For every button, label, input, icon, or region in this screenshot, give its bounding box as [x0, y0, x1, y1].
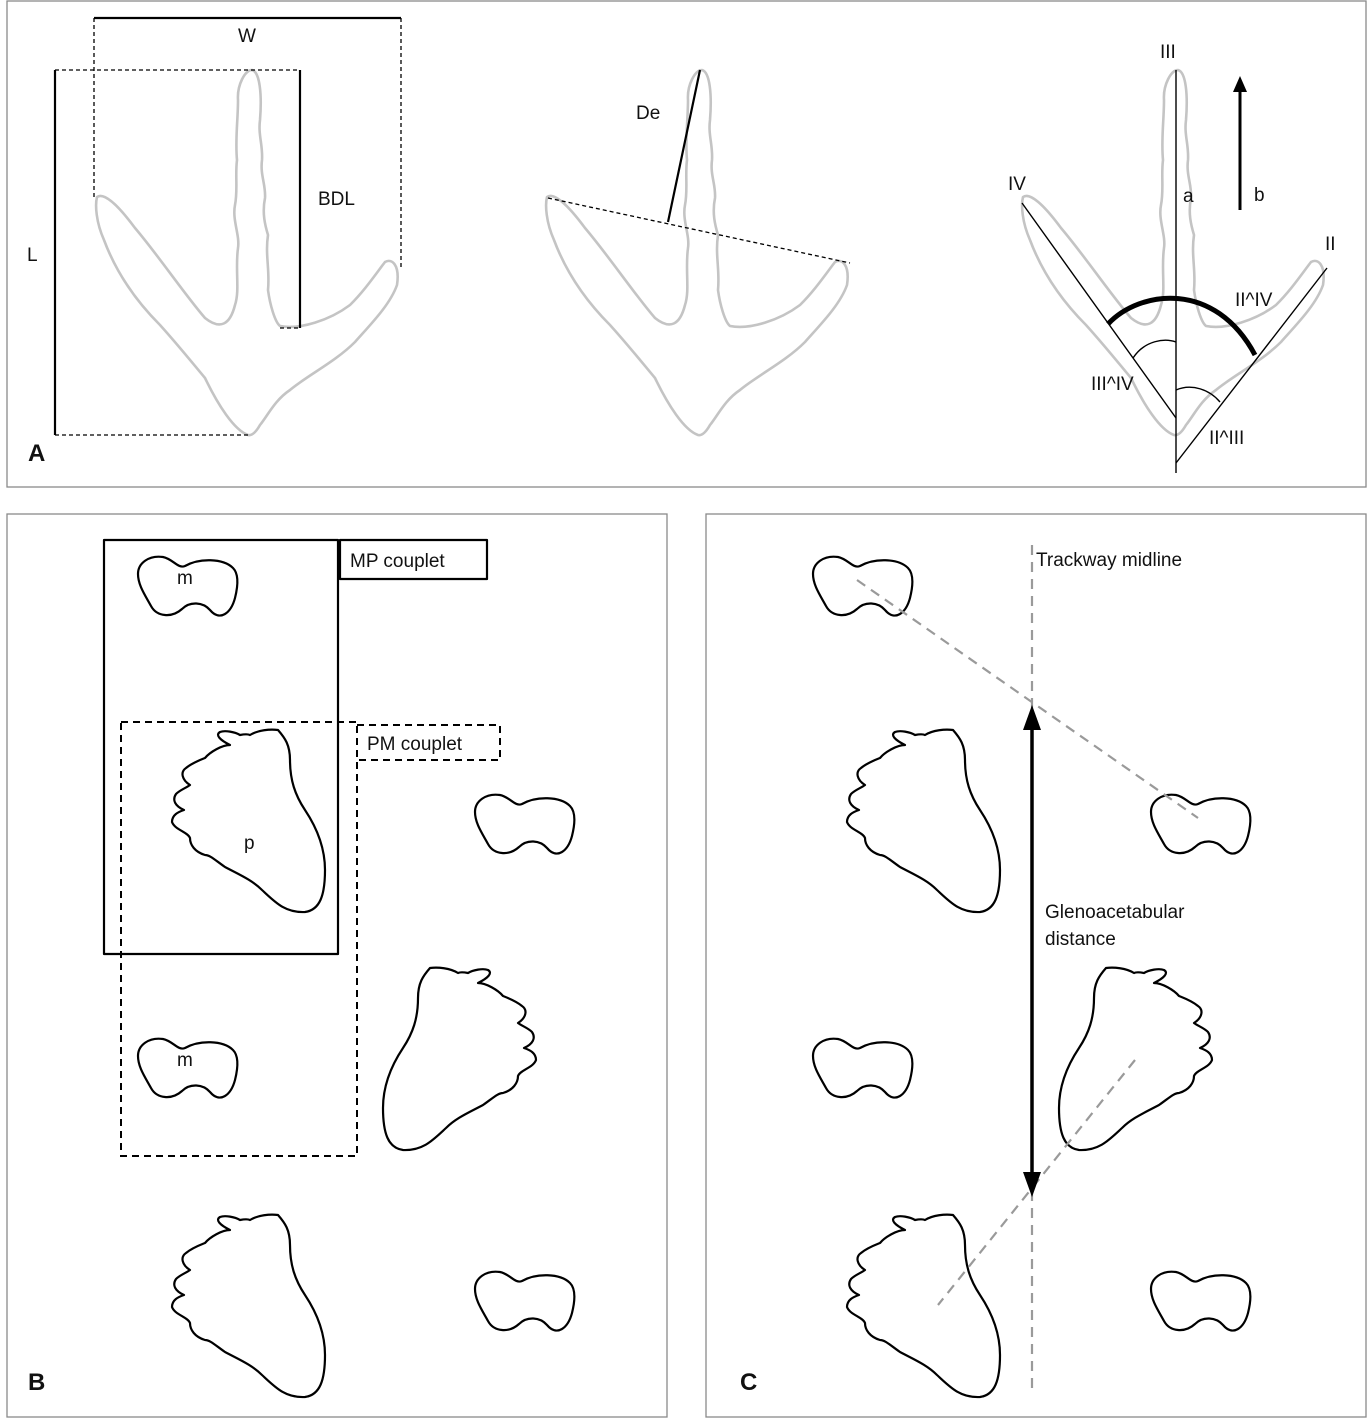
panel-c-frame — [705, 513, 1367, 1418]
pes-label: p — [244, 833, 255, 854]
depth-label: De — [636, 103, 660, 124]
length-label: L — [27, 245, 38, 266]
glenoacetabular-label-line1: Glenoacetabular — [1045, 902, 1185, 923]
depth-bar — [666, 69, 702, 223]
digit-iv-label: IV — [1008, 174, 1026, 195]
manus-label: m — [177, 568, 193, 589]
digit-iii-label: III — [1160, 42, 1176, 63]
footprint-measurement-depth: De — [544, 68, 851, 437]
pes-print — [1057, 966, 1214, 1152]
footprint-measurement-lbw: W L BDL — [27, 16, 402, 437]
pes-print — [845, 1213, 1002, 1399]
mp-couplet-box — [102, 538, 340, 956]
panel-c-letter: C — [740, 1369, 757, 1396]
angle-iii-iv-label: III^IV — [1091, 374, 1134, 395]
manus-print — [473, 793, 576, 855]
width-label: W — [238, 26, 256, 47]
digit-ii-label: II — [1325, 234, 1336, 255]
pm-couplet-label-box — [356, 724, 501, 761]
axis-b-arrowhead — [1233, 76, 1247, 92]
footprint-measurement-angles: III IV II a b II^IV III^IV II^III — [1008, 42, 1336, 473]
axis-b-label: b — [1254, 185, 1265, 206]
mp-couplet-label: MP couplet — [350, 551, 445, 572]
angle-arc-ii-iii — [1175, 386, 1221, 403]
manus-print — [811, 555, 914, 617]
bdl-label: BDL — [318, 189, 355, 210]
digit-iv-axis — [1021, 202, 1177, 419]
panel-a-letter: A — [28, 440, 45, 467]
mp-couplet-label-box — [338, 538, 489, 581]
panel-b: MP couplet PM couplet m p m B — [6, 513, 668, 1418]
pes-print — [845, 728, 1002, 914]
manus-pair-connector — [856, 579, 1199, 819]
glenoacetabular-arrowhead-top — [1023, 705, 1041, 730]
panel-a: W L BDL De III IV II a b II^IV — [6, 0, 1367, 488]
digit-ii-axis — [1175, 267, 1328, 464]
digit-tip-line — [547, 197, 851, 264]
manus-print — [1149, 793, 1252, 855]
glenoacetabular-label-line2: distance — [1045, 929, 1116, 950]
axis-a-label: a — [1183, 186, 1194, 207]
panel-c: Trackway midline Glenoacetabular distanc… — [705, 513, 1367, 1418]
angle-arc-ii-iv — [1106, 295, 1258, 357]
pm-couplet-box — [120, 721, 358, 1157]
pm-couplet-label: PM couplet — [367, 734, 463, 755]
angle-ii-iv-label: II^IV — [1235, 290, 1273, 311]
manus-print — [811, 1037, 914, 1099]
manus-print — [1149, 1270, 1252, 1332]
pes-print — [170, 1213, 327, 1399]
pes-print — [170, 728, 327, 914]
angle-ii-iii-label: II^III — [1209, 428, 1244, 449]
pes-print — [381, 966, 538, 1152]
manus-print — [473, 1270, 576, 1332]
trackway-midline-label: Trackway midline — [1036, 550, 1182, 571]
panel-b-letter: B — [28, 1369, 45, 1396]
tridactyl-footprint-outline — [94, 68, 399, 437]
angle-arc-iii-iv — [1132, 339, 1177, 359]
panel-a-frame — [6, 0, 1367, 488]
glenoacetabular-arrowhead-bottom — [1023, 1172, 1041, 1197]
manus-label: m — [177, 1050, 193, 1071]
panel-b-frame — [6, 513, 668, 1418]
tridactyl-footprint-outline — [1020, 68, 1325, 437]
